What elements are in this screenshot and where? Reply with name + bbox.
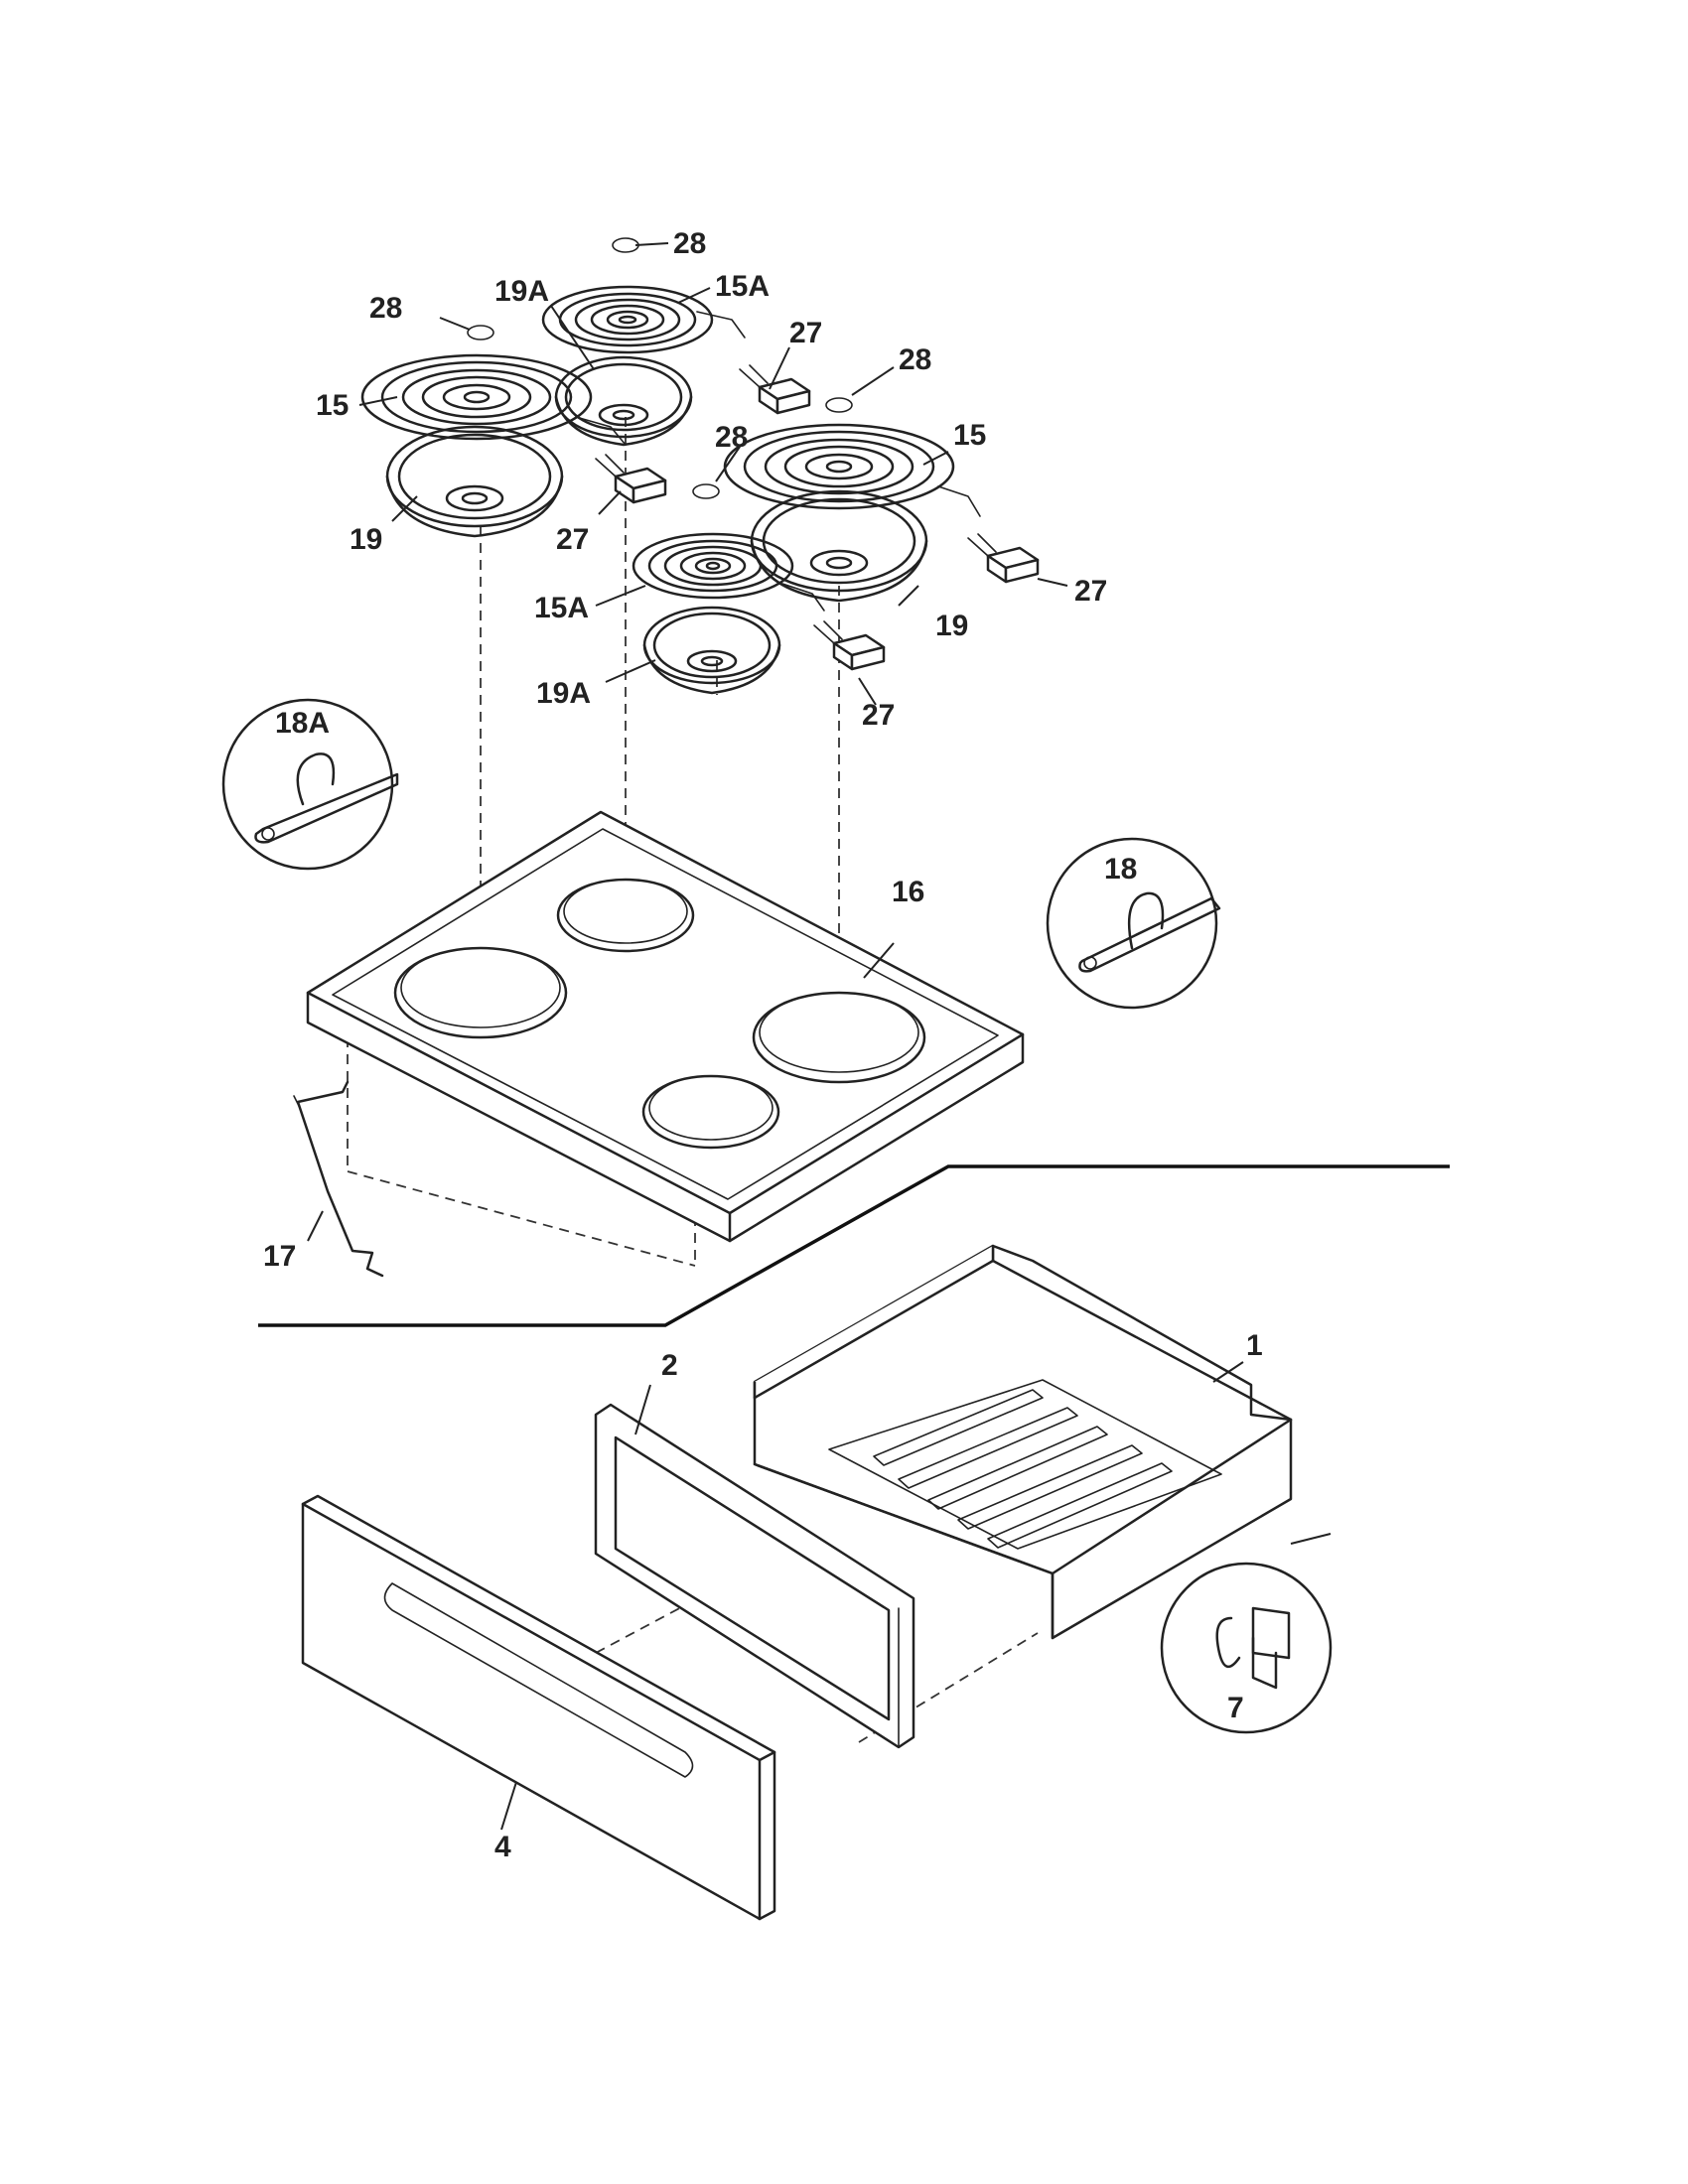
detail-circle-7 [1160,1562,1333,1734]
drawer-ribs [873,1389,1173,1549]
callout-19-left: 19 [350,523,382,556]
callout-17: 17 [263,1240,296,1273]
callout-28-mid: 28 [715,421,748,454]
drawer-front-panel [301,1494,776,1921]
callout-27-a: 27 [789,317,822,349]
callout-labels: 28 28 19A 15A 27 28 15 28 15 19 27 15A 1… [263,227,1263,1863]
callout-27-d: 27 [862,699,895,732]
callout-1: 1 [1246,1329,1263,1362]
drawer-body [753,1244,1293,1640]
callout-28-top: 28 [673,227,706,260]
callout-16: 16 [892,876,924,908]
trim-ring-icon [467,237,853,499]
spiral-surface-element-icon [360,285,981,612]
drawer-frame [594,1403,915,1749]
callout-28-left: 28 [369,292,402,325]
terminal-block-icon [595,364,1040,671]
callout-15A-top: 15A [715,270,770,303]
detail-circle-18 [1046,837,1221,1010]
callout-4: 4 [494,1831,511,1863]
callout-27-b: 27 [556,523,589,556]
callout-18: 18 [1104,853,1137,886]
support-rod [293,1080,384,1278]
callout-2: 2 [661,1349,678,1382]
callout-15-left: 15 [316,389,349,422]
cooktop-panel [306,810,1025,1243]
callout-27-c: 27 [1074,575,1107,608]
callout-7: 7 [1227,1692,1244,1724]
separator-line [258,1164,1450,1327]
callout-19A-mid: 19A [536,677,591,710]
callout-15-right: 15 [953,419,986,452]
callout-28-right: 28 [899,343,931,376]
leader-lines [307,242,1332,1831]
detail-circle-18A [221,698,399,871]
callout-19-right: 19 [935,610,968,642]
drip-bowl-icon [385,355,928,695]
callout-15A-mid: 15A [534,592,589,624]
callout-19A-top: 19A [494,275,549,308]
callout-18A: 18A [275,707,330,740]
